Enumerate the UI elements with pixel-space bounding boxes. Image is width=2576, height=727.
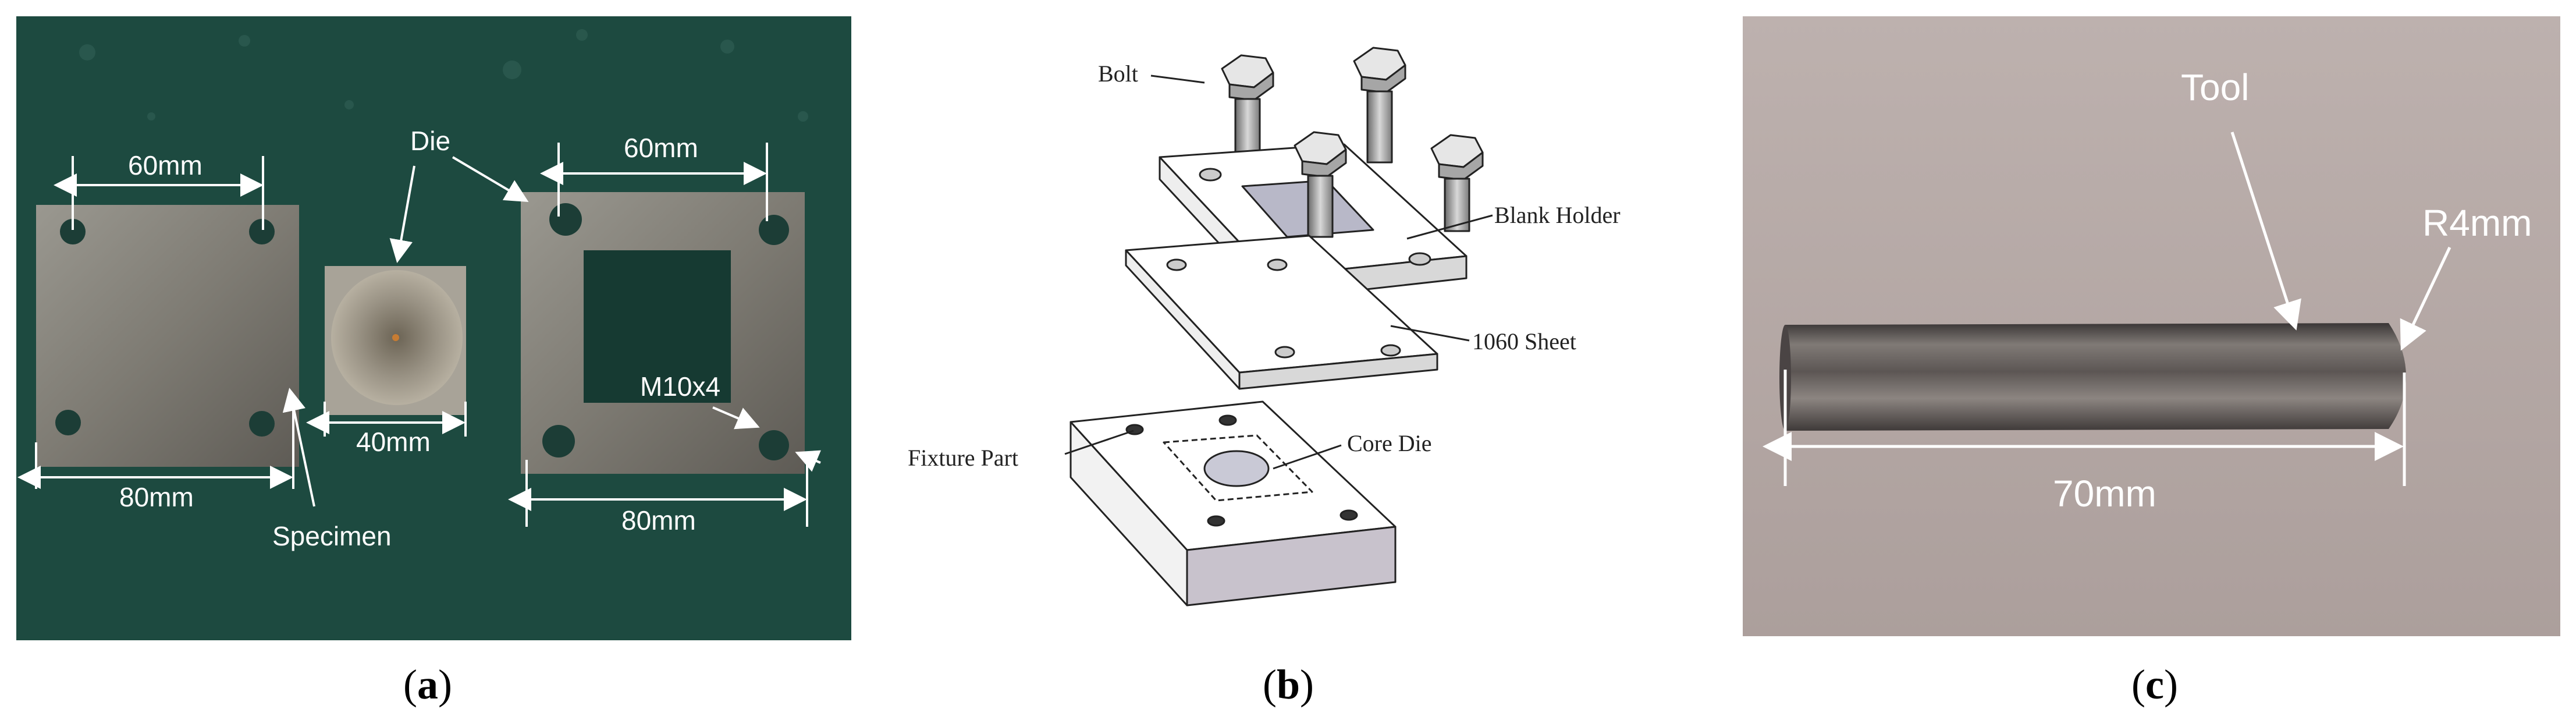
die-label: Die bbox=[410, 126, 450, 156]
bolt bbox=[1353, 47, 1406, 164]
caption-a: (a) bbox=[403, 661, 452, 708]
panel-c-dimension-lines bbox=[1763, 132, 2451, 486]
sheet-1060-label: 1060 Sheet bbox=[1472, 328, 1576, 354]
panel-b-labels: Bolt Blank Holder 1060 Sheet Fixture Par… bbox=[908, 61, 1621, 471]
die-block bbox=[325, 266, 466, 415]
background-speckles bbox=[79, 29, 808, 122]
fixture-part-label: Fixture Part bbox=[908, 445, 1018, 471]
specimen-label: Specimen bbox=[272, 521, 392, 551]
dim-80mm-right-label: 80mm bbox=[621, 505, 696, 536]
sheet-1060 bbox=[1125, 235, 1438, 390]
panel-b-leader-lines bbox=[1064, 75, 1493, 470]
caption-b: (b) bbox=[1263, 661, 1314, 708]
fixture-part bbox=[1070, 400, 1397, 607]
fixture-frame-plate bbox=[521, 192, 805, 474]
bolt bbox=[1294, 131, 1347, 238]
panel-a-labels: Die 60mm 60mm 40mm 80mm 80mm M10x4 Speci… bbox=[119, 126, 720, 551]
m10x4-label: M10x4 bbox=[640, 371, 720, 402]
panel-c-labels: Tool R4mm 70mm bbox=[2053, 66, 2532, 515]
specimen-plate bbox=[36, 205, 299, 467]
radius-label: R4mm bbox=[2422, 202, 2532, 244]
dim-60mm-right-label: 60mm bbox=[624, 133, 698, 163]
bolt-label: Bolt bbox=[1098, 61, 1138, 87]
core-die-label: Core Die bbox=[1347, 430, 1432, 456]
caption-c: (c) bbox=[2131, 661, 2178, 708]
length-label: 70mm bbox=[2053, 473, 2156, 515]
bolt bbox=[1430, 134, 1484, 232]
blank-holder-label: Blank Holder bbox=[1494, 202, 1621, 228]
tool-label: Tool bbox=[2181, 66, 2249, 108]
dim-40mm-label: 40mm bbox=[356, 427, 431, 457]
panel-a: Die 60mm 60mm 40mm 80mm 80mm M10x4 Speci… bbox=[16, 16, 851, 640]
panel-a-dimension-lines bbox=[17, 143, 821, 527]
dim-80mm-left-label: 80mm bbox=[119, 482, 194, 512]
dim-60mm-left-label: 60mm bbox=[128, 150, 202, 180]
panel-b bbox=[1064, 47, 1493, 607]
panel-c: Tool R4mm 70mm bbox=[1743, 16, 2560, 636]
tool-rod bbox=[1779, 323, 2406, 431]
